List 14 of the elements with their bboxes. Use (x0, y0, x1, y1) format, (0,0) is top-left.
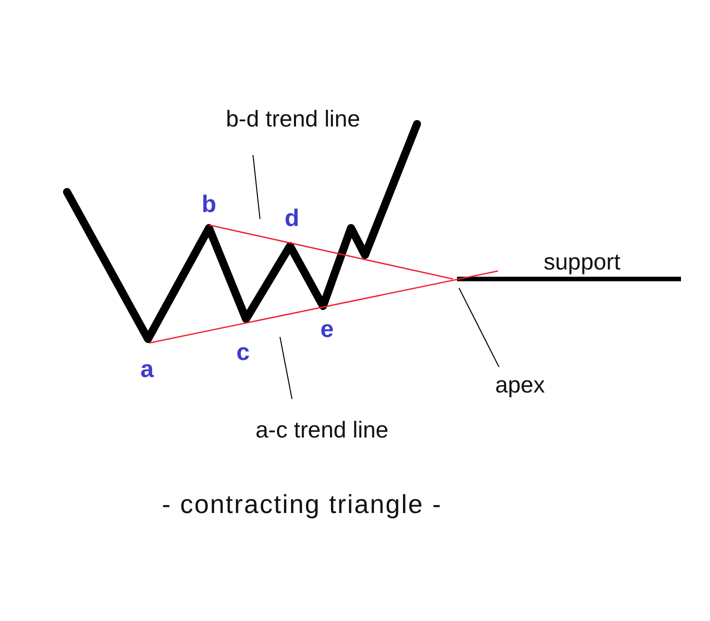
support-label: support (544, 250, 620, 274)
caption: - contracting triangle - (162, 491, 442, 517)
callout-label: apex (495, 374, 545, 396)
callout-label: a-c trend line (256, 418, 388, 442)
leader-line (252, 154, 260, 220)
point-label: b (202, 193, 216, 217)
point-label: e (320, 318, 334, 342)
point-label: a (140, 358, 154, 382)
trend-line (148, 270, 498, 344)
leader-line (458, 288, 500, 368)
callout-label: b-d trend line (226, 108, 360, 130)
point-label: c (236, 341, 250, 365)
leader-line (280, 336, 292, 400)
point-label: d (284, 207, 300, 231)
